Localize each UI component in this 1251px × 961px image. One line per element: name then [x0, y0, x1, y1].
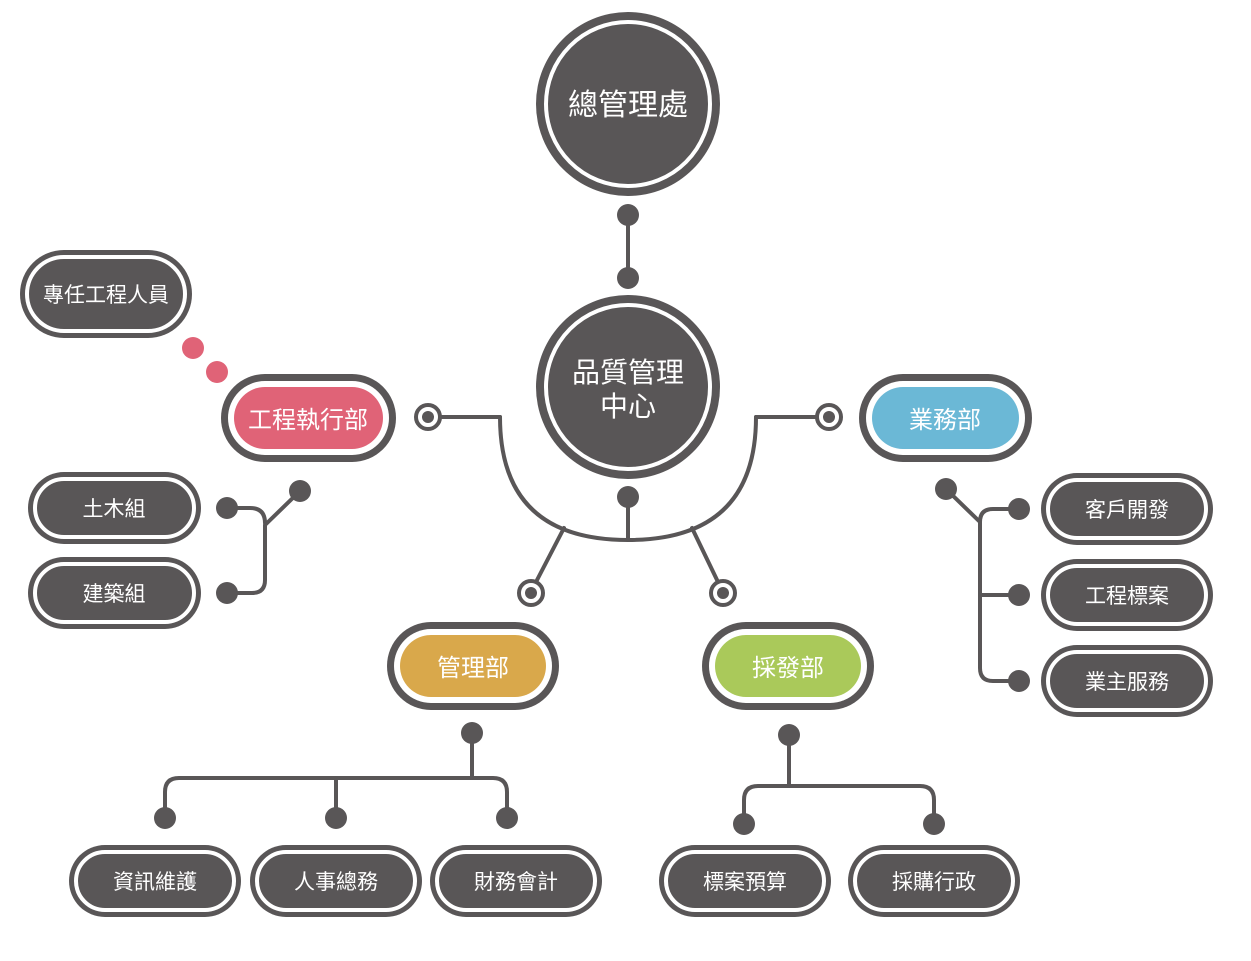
ring-dot-center: [422, 411, 434, 423]
connector-client-dev: [978, 507, 1021, 524]
ring-dot-center: [717, 587, 729, 599]
dot: [935, 478, 957, 500]
dot: [325, 807, 347, 829]
node-sales: 業務部: [859, 374, 1032, 462]
node-sales-label: 業務部: [909, 406, 981, 434]
node-civil-label: 土木組: [83, 497, 146, 521]
dot: [1008, 584, 1030, 606]
node-engineering-label: 工程執行部: [248, 406, 368, 434]
node-purchasing-label: 採發部: [752, 654, 824, 682]
node-client-dev-label: 客戶開發: [1085, 498, 1169, 522]
node-hr-label: 人事總務: [294, 870, 378, 894]
dot: [778, 724, 800, 746]
ring-dot-center: [525, 587, 537, 599]
node-center-label-line2: 中心: [600, 390, 656, 423]
dot: [733, 813, 755, 835]
ring-dot-center: [823, 411, 835, 423]
connectors: [163, 213, 1021, 826]
connector-civil: [225, 506, 267, 525]
node-budget: 標案預算: [659, 845, 831, 917]
node-center: 品質管理 中心: [536, 295, 720, 479]
node-engineer-staff: 專任工程人員: [20, 250, 192, 338]
node-finance: 財務會計: [430, 845, 602, 917]
node-finance-label: 財務會計: [474, 870, 558, 894]
node-it-label: 資訊維護: [113, 870, 197, 894]
dot: [1008, 670, 1030, 692]
connector-engineering-sub: [225, 489, 302, 595]
node-top-label: 總管理處: [568, 88, 688, 123]
dot: [216, 497, 238, 519]
dot: [154, 807, 176, 829]
connector-sales-sub: [944, 487, 1021, 683]
node-client-dev: 客戶開發: [1041, 473, 1213, 545]
node-management-label: 管理部: [437, 654, 509, 682]
dot: [617, 267, 639, 289]
pink-dots: [182, 337, 228, 383]
dot: [461, 722, 483, 744]
node-tender: 工程標案: [1041, 559, 1213, 631]
node-procurement-label: 採購行政: [892, 870, 976, 894]
node-management: 管理部: [387, 622, 559, 710]
node-budget-label: 標案預算: [703, 870, 787, 894]
node-engineering: 工程執行部: [221, 374, 396, 462]
node-civil: 土木組: [28, 472, 201, 544]
dot-pink: [182, 337, 204, 359]
connector-purchasing-bus: [742, 784, 936, 826]
dot: [289, 480, 311, 502]
node-it: 資訊維護: [69, 845, 241, 917]
node-owner-service: 業主服務: [1041, 645, 1213, 717]
node-hr: 人事總務: [250, 845, 422, 917]
dot: [1008, 498, 1030, 520]
node-building-label: 建築組: [83, 582, 146, 606]
node-owner-service-label: 業主服務: [1085, 670, 1169, 694]
dot-pink: [206, 361, 228, 383]
node-center-label-line1: 品質管理: [572, 356, 684, 389]
node-procurement: 採購行政: [848, 845, 1020, 917]
connector-dots: [154, 204, 1030, 835]
node-engineer-staff-label: 專任工程人員: [43, 283, 169, 307]
node-building: 建築組: [28, 557, 201, 629]
dot: [923, 813, 945, 835]
dot: [216, 582, 238, 604]
node-top: 總管理處: [536, 12, 720, 196]
dot: [617, 204, 639, 226]
dot: [617, 486, 639, 508]
node-tender-label: 工程標案: [1085, 584, 1169, 608]
dot: [496, 807, 518, 829]
connector-arc-management: [534, 526, 566, 584]
node-purchasing: 採發部: [702, 622, 874, 710]
connector-arc-purchasing: [690, 526, 720, 584]
